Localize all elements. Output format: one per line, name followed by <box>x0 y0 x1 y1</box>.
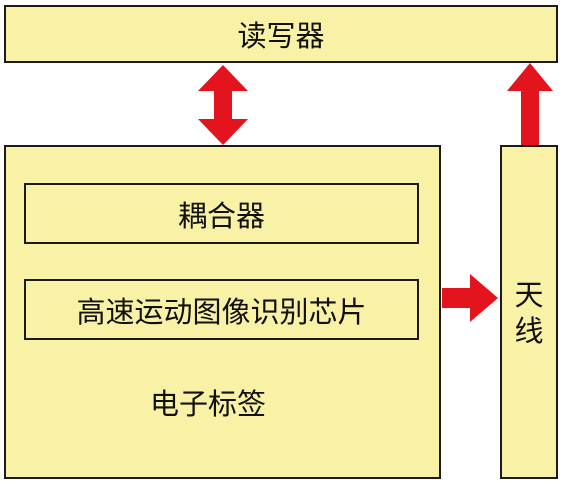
antenna-box: 天 线 <box>500 145 558 479</box>
coupler-label: 耦合器 <box>177 198 265 233</box>
chip-box: 高速运动图像识别芯片 <box>24 279 419 340</box>
electronic-tag-label: 电子标签 <box>150 387 267 421</box>
chip-label: 高速运动图像识别芯片 <box>76 294 367 329</box>
antenna-label-line2: 线 <box>514 314 544 349</box>
bidirectional-arrow-icon <box>198 65 248 145</box>
reader-label: 读写器 <box>237 19 325 53</box>
reader-box: 读写器 <box>4 5 558 63</box>
right-arrow-icon <box>442 274 498 322</box>
antenna-label: 天 线 <box>502 277 556 350</box>
coupler-box: 耦合器 <box>24 183 419 244</box>
up-arrow-icon <box>507 63 553 145</box>
antenna-label-line1: 天 <box>514 278 544 312</box>
